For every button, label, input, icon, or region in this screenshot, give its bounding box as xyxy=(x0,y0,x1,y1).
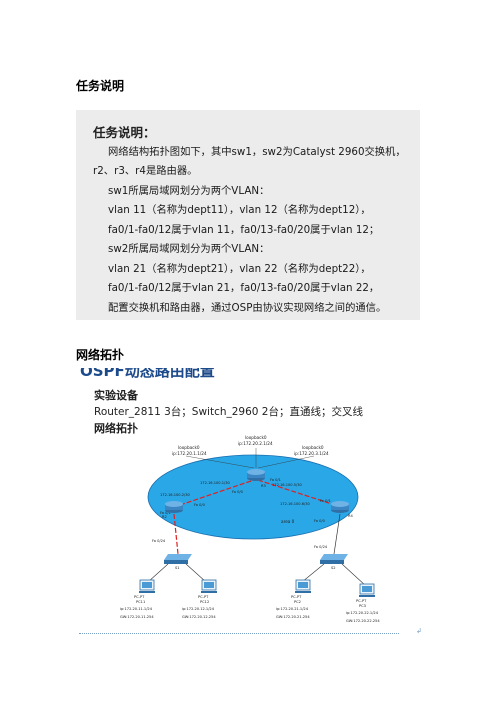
link-s2-pc3 xyxy=(341,563,367,587)
task-line: r2、r3、r4是路由器。 xyxy=(93,165,198,177)
topology-figure: OSPF动态路由配置 实验设备 Router_2811 3台；Switch_29… xyxy=(76,368,420,630)
svg-text:PC2: PC2 xyxy=(294,600,301,604)
svg-text:GW:172.20.21.254: GW:172.20.21.254 xyxy=(276,615,310,619)
link-label: 172.16.100.6/30 xyxy=(280,502,311,506)
pc12: PC-PT PC12 ip:172.20.12.1/24 GW:172.20.1… xyxy=(182,579,217,619)
svg-text:ip:172.20.12.1/24: ip:172.20.12.1/24 xyxy=(182,607,215,611)
link-label: Fa 0/1 xyxy=(270,478,281,482)
svg-text:PC-PT: PC-PT xyxy=(356,599,367,603)
svg-text:GW:172.20.22.254: GW:172.20.22.254 xyxy=(346,619,380,623)
area-label: area 0 xyxy=(281,519,295,524)
link-label: Fa 0/0 xyxy=(194,503,206,507)
svg-text:ip:172.20.22.1/24: ip:172.20.22.1/24 xyxy=(346,611,379,615)
pc3: PC-PT PC3 ip:172.20.22.1/24 GW:172.20.22… xyxy=(346,583,380,623)
pc11: PC-PT PC11 ip:172.20.11.1/24 GW:172.20.1… xyxy=(120,579,155,619)
svg-text:PC11: PC11 xyxy=(136,600,145,604)
topology-subheading: 网络拓扑 xyxy=(94,422,138,435)
loopback-name: loopback0 xyxy=(178,445,200,450)
svg-text:R3: R3 xyxy=(261,484,266,488)
task-line: fa0/1-fa0/12属于vlan 21，fa0/13-fa0/20属于vla… xyxy=(108,282,380,294)
task-line: fa0/1-fa0/12属于vlan 11，fa0/13-fa0/20属于vla… xyxy=(108,224,380,236)
svg-text:R4: R4 xyxy=(348,514,353,518)
loopback-name: loopback0 xyxy=(302,445,324,450)
router-r2: R2 xyxy=(162,501,183,519)
task-description-panel: 任务说明： 网络结构拓扑图如下，其中sw1，sw2为Catalyst 2960交… xyxy=(76,110,420,320)
task-line: 配置交换机和路由器，通过OSP由协议实现网络之间的通信。 xyxy=(108,302,387,314)
svg-text:S1: S1 xyxy=(175,566,180,570)
svg-text:PC12: PC12 xyxy=(200,600,209,604)
loopback-ip: ip:172.20.1.1/24 xyxy=(172,451,207,456)
switch-s2: S2 xyxy=(320,554,348,570)
link-label: Fa 0/0 xyxy=(314,519,326,523)
task-line: vlan 11（名称为dept11），vlan 12（名称为dept12）， xyxy=(108,204,371,216)
link-label: 172.16.100.5/30 xyxy=(272,483,303,487)
link-s2-pc2 xyxy=(301,563,325,583)
topology-heading: 网络拓扑 xyxy=(76,348,125,362)
svg-text:ip:172.20.11.1/24: ip:172.20.11.1/24 xyxy=(120,607,153,611)
svg-text:PC-PT: PC-PT xyxy=(198,595,209,599)
link-r2-r3 xyxy=(179,479,255,506)
task-line: sw2所属局域网划分为两个VLAN： xyxy=(108,243,270,255)
task-box-title: 任务说明： xyxy=(93,125,156,140)
svg-text:PC-PT: PC-PT xyxy=(291,595,302,599)
loopback-line xyxy=(185,455,255,469)
link-label: Fa 0/1 xyxy=(320,499,331,503)
link-label: Fa 0/1 xyxy=(160,511,171,515)
task-heading: 任务说明 xyxy=(76,79,125,93)
svg-text:PC3: PC3 xyxy=(359,604,366,608)
svg-text:S2: S2 xyxy=(331,566,336,570)
loopback-ip: ip:172.20.2.1/24 xyxy=(238,441,273,446)
paragraph-mark-icon: ↲ xyxy=(416,627,422,635)
link-r3-r4 xyxy=(257,479,336,506)
svg-text:GW:172.20.12.254: GW:172.20.12.254 xyxy=(182,615,216,619)
router-r4: R4 xyxy=(331,501,353,518)
svg-text:ip:172.20.21.1/24: ip:172.20.21.1/24 xyxy=(276,607,309,611)
link-s1-pc12 xyxy=(185,563,207,583)
loopback-ip: ip:172.20.3.1/24 xyxy=(294,451,329,456)
task-line: 网络结构拓扑图如下，其中sw1，sw2为Catalyst 2960交换机， xyxy=(108,146,406,158)
loopback-name: loopback0 xyxy=(245,435,267,440)
equipment-heading: 实验设备 xyxy=(94,389,138,402)
link-r4-s2 xyxy=(333,513,341,555)
equipment-line: Router_2811 3台；Switch_2960 2台；直通线；交叉线 xyxy=(94,406,363,418)
link-label: 172.16.100.2/30 xyxy=(160,493,191,497)
pc2: PC-PT PC2 ip:172.20.21.1/24 GW:172.20.21… xyxy=(276,579,311,619)
bottom-divider xyxy=(79,633,399,634)
switch-uplink: Fa 0/24 xyxy=(152,539,166,543)
topology-diagram: area 0 loopback0 ip:172.20.1.1/24 loopba… xyxy=(120,435,380,623)
task-line: vlan 21（名称为dept21），vlan 22（名称为dept22）， xyxy=(108,263,371,275)
task-line: sw1所属局域网划分为两个VLAN： xyxy=(108,185,270,197)
link-label: 172.16.100.1/30 xyxy=(200,481,231,485)
figure-cut-title: OSPF动态路由配置 xyxy=(80,368,215,380)
link-s1-pc11 xyxy=(147,563,169,583)
router-r3: R3 xyxy=(247,469,266,488)
svg-text:R2: R2 xyxy=(162,515,167,519)
svg-text:GW:172.20.11.254: GW:172.20.11.254 xyxy=(120,615,154,619)
switch-uplink: Fa 0/24 xyxy=(314,545,328,549)
link-label: Fa 0/0 xyxy=(232,490,244,494)
area-0-ellipse xyxy=(147,454,359,540)
svg-text:PC-PT: PC-PT xyxy=(134,595,145,599)
switch-s1: S1 xyxy=(164,554,192,570)
loopback-line xyxy=(257,455,315,469)
